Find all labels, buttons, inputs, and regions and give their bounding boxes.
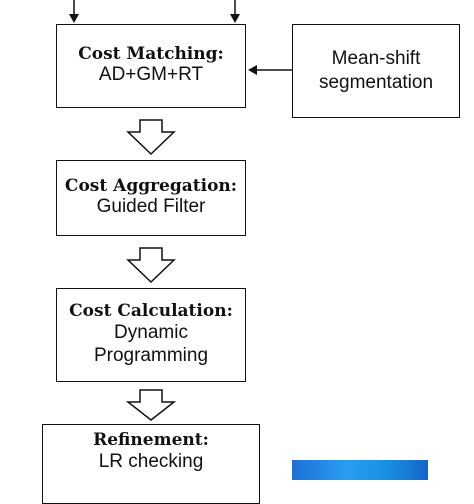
cost-matching-box: Cost Matching: AD+GM+RT bbox=[56, 24, 246, 108]
input-arrowhead-right bbox=[230, 14, 240, 23]
mean-shift-box: Mean-shift segmentation bbox=[292, 24, 460, 118]
refinement-title: Refinement: bbox=[93, 430, 209, 450]
refinement-box: Refinement: LR checking bbox=[42, 424, 260, 504]
cost-matching-title: Cost Matching: bbox=[78, 43, 224, 64]
mean-shift-line1: Mean-shift bbox=[331, 48, 421, 70]
flow-arrow-2 bbox=[126, 247, 176, 284]
cost-calculation-line2: Programming bbox=[93, 344, 209, 366]
mean-shift-line2: segmentation bbox=[318, 72, 434, 93]
refinement-body: LR checking bbox=[98, 450, 204, 472]
flow-arrow-1 bbox=[126, 119, 176, 156]
cost-calculation-line1: Dynamic bbox=[114, 321, 188, 343]
cost-calculation-title: Cost Calculation: bbox=[69, 301, 233, 322]
cost-calculation-box: Cost Calculation: Dynamic Programming bbox=[56, 288, 246, 382]
cost-aggregation-box: Cost Aggregation: Guided Filter bbox=[56, 160, 246, 236]
cost-aggregation-body: Guided Filter bbox=[96, 196, 206, 218]
flow-arrow-3 bbox=[125, 389, 177, 421]
cost-matching-body: AD+GM+RT bbox=[98, 64, 204, 86]
input-arrowhead-left bbox=[69, 14, 79, 23]
blue-image-fragment bbox=[292, 460, 428, 480]
flowchart-connectors bbox=[69, 0, 292, 421]
cost-aggregation-title: Cost Aggregation: bbox=[64, 175, 238, 196]
segmentation-arrowhead bbox=[248, 65, 257, 75]
